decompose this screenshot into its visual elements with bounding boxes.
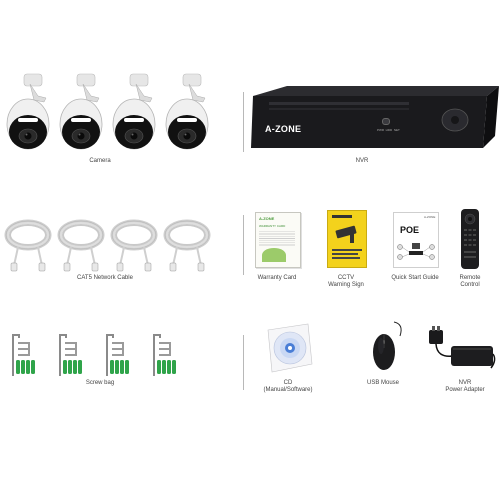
camera-group: [0, 68, 230, 158]
camera-warning-icon: [332, 215, 362, 259]
cctv-warning-sign: [327, 210, 367, 268]
guide-title: POE: [400, 225, 420, 235]
camera-image: [6, 73, 209, 150]
remote-caption-line2: Control: [460, 282, 480, 288]
cctv-caption-line2: Warning Sign: [328, 282, 364, 288]
screw-bag-caption: Screw bag: [85, 380, 115, 386]
usb-port-icon: [382, 118, 390, 125]
network-cable-image: [4, 219, 211, 273]
guide-system-illustration: [397, 243, 435, 260]
divider-row1: [243, 92, 244, 152]
remote-caption-line1: Remote: [459, 275, 481, 281]
cctv-caption-line1: CCTV: [337, 275, 355, 281]
cd-caption-line1: CD: [283, 380, 293, 386]
screw-bag-image: [12, 334, 176, 376]
power-adapter: [427, 324, 499, 372]
warranty-text-lines: [259, 230, 295, 246]
adapter-caption-line2: Power Adapter: [445, 387, 485, 393]
nvr-image: [251, 86, 499, 148]
warranty-card: A-ZONE WARRANTY CARD: [255, 212, 301, 268]
adapter-caption-line1: NVR: [458, 380, 472, 386]
cd-image: [267, 323, 313, 373]
camera-caption: Camera: [89, 158, 111, 164]
nvr-front-indicators: PWR HDD NET: [377, 128, 400, 132]
mouse-caption: USB Mouse: [366, 380, 399, 386]
screw-bag-group: [0, 328, 230, 378]
nvr-caption: NVR: [355, 158, 369, 164]
nvr-brand-logo: A-ZONE: [265, 124, 302, 134]
warranty-green-graphic: [262, 248, 286, 262]
warranty-heading: WARRANTY CARD: [259, 224, 286, 228]
divider-row3: [243, 335, 244, 390]
warranty-caption: Warranty Card: [257, 275, 297, 281]
cable-caption: CAT5 Network Cable: [77, 275, 133, 281]
guide-brand: A-ZONE: [424, 215, 436, 219]
warranty-brand: A-ZONE: [259, 216, 275, 221]
usb-mouse: [364, 318, 408, 376]
cd-caption-line2: (Manual/Software): [263, 387, 313, 393]
adapter-image: [429, 326, 496, 369]
cable-group: [0, 213, 230, 273]
remote-image: [461, 209, 479, 269]
nvr-device: A-ZONE PWR HDD NET: [247, 86, 499, 154]
quick-start-guide: A-ZONE POE: [393, 212, 439, 268]
divider-row2: [243, 215, 244, 275]
cd-disc: [262, 322, 314, 374]
guide-caption: Quick Start Guide: [391, 275, 439, 281]
mouse-image: [373, 321, 402, 370]
remote-control: [459, 209, 481, 269]
